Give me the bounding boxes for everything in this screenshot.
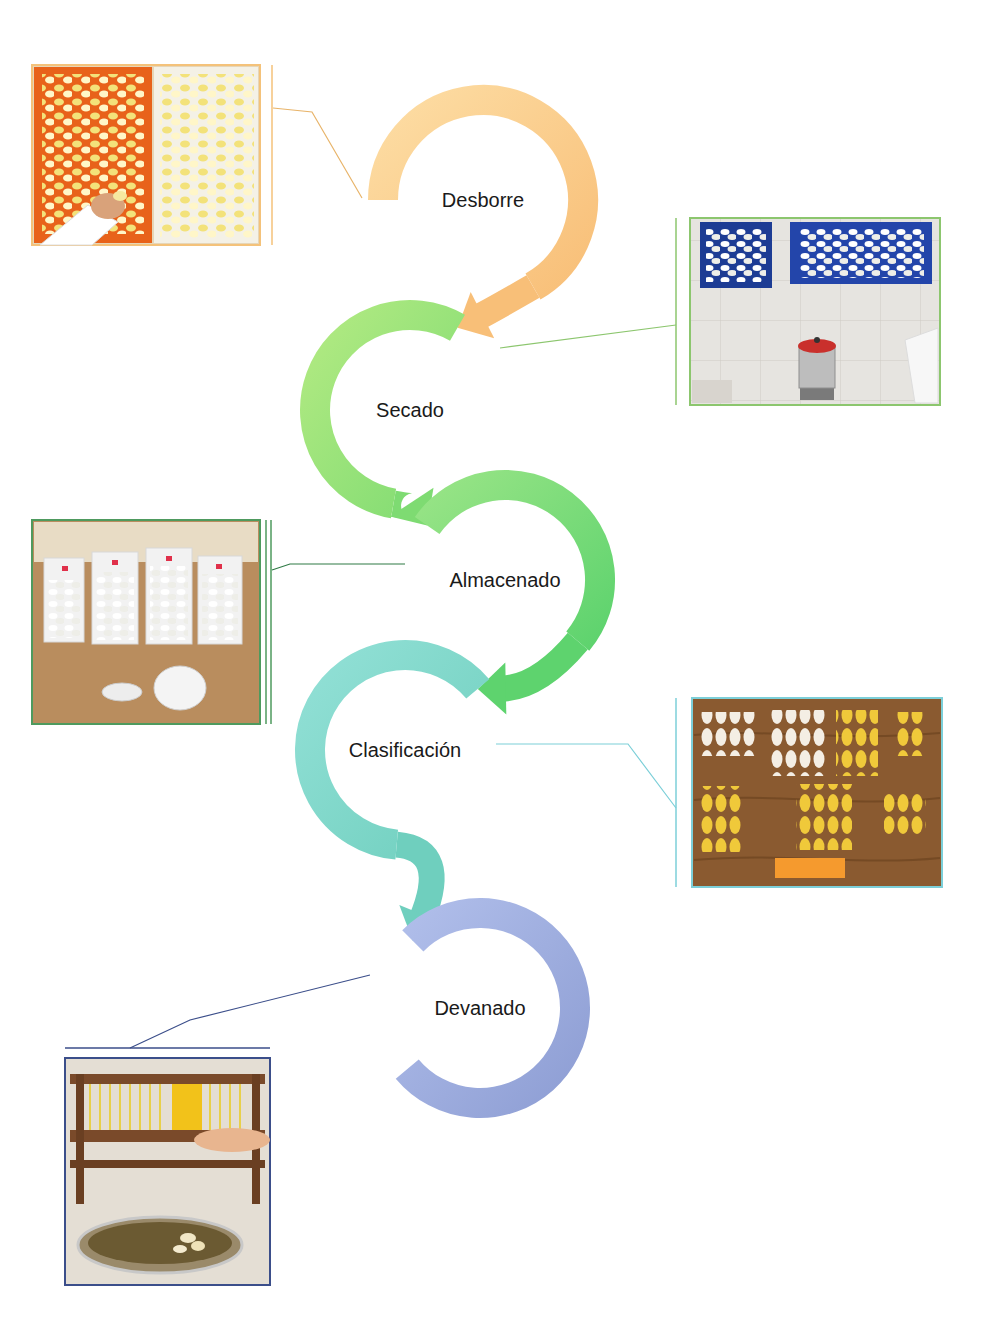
arrow-shaft [502,641,578,688]
step-text-wrap: Desborre [361,78,605,322]
cycle-step: Devanado [363,891,597,1125]
arrow-head [478,662,507,714]
ring-stroke [315,315,457,504]
bracket-line [270,520,272,724]
step-label: Clasificación [349,738,461,762]
step-label: Desborre [442,188,524,212]
leader-line [500,325,676,348]
step-text-wrap: Clasificación [288,633,522,867]
photo-devanado [65,1058,270,1285]
cycle-step: Desborre [361,78,605,322]
ring-stroke [310,655,478,845]
photo-desborre [32,65,260,245]
cycle-step: Clasificación [288,633,522,867]
bracket-line [271,65,273,245]
leader-line [496,744,676,808]
bracket-line [65,1047,270,1049]
ring-stroke [427,485,600,641]
ring-stroke [407,913,575,1103]
step-text-wrap: Devanado [363,891,597,1125]
arrow-shaft [479,287,533,317]
bracket-line [675,218,677,405]
ring-stroke [383,100,583,287]
photo-secado [690,218,940,405]
step-label: Almacenado [449,568,560,592]
step-label: Secado [376,398,444,422]
bracket-line [675,698,677,887]
leader-line [272,564,405,570]
step-label: Devanado [434,996,525,1020]
flow-arrow [478,641,578,714]
photo-almacenado [32,520,260,724]
flow-arrow [458,287,534,339]
leader-line [273,108,362,198]
leader-line [130,975,370,1048]
bracket-line [265,520,267,724]
photo-clasificacion [692,698,942,887]
